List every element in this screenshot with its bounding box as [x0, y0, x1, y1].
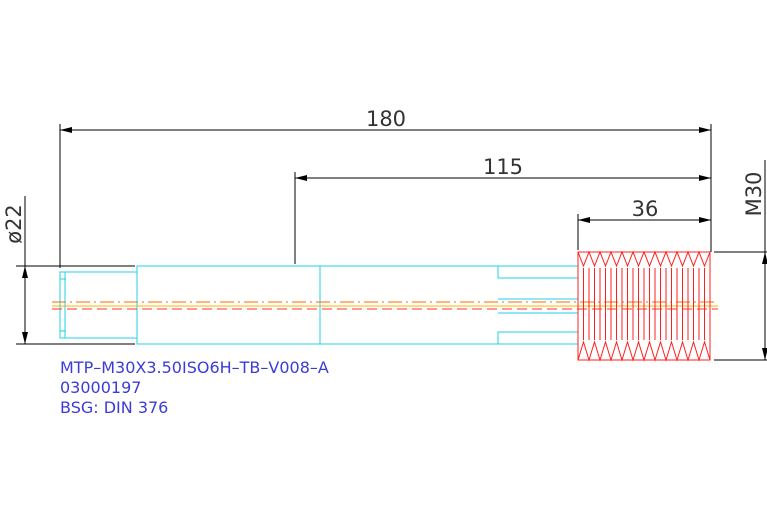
shank-end-section [59, 271, 138, 339]
dim-text-180: 180 [366, 107, 406, 131]
thread-crests-bottom [577, 340, 711, 362]
note-article-number: 03000197 [60, 378, 141, 397]
thread-crests-top [577, 250, 711, 268]
dimension-thread-length [577, 214, 711, 250]
dimension-shank-length [294, 172, 711, 264]
note-standard: BSG: DIN 376 [60, 398, 168, 417]
dimension-overall-length [59, 124, 712, 268]
dimension-thread-size [714, 160, 767, 361]
dimension-shank-diameter [16, 196, 135, 345]
thread-flutes [577, 268, 711, 340]
thread-section [577, 250, 711, 362]
dim-text-M30: M30 [742, 172, 766, 217]
dim-text-115: 115 [483, 155, 523, 179]
tool-shank-outline [59, 265, 579, 345]
dim-text-36: 36 [632, 197, 659, 221]
centerline [52, 301, 718, 310]
dim-text-diameter-22: ø22 [2, 204, 26, 244]
note-part-code: MTP–M30X3.50ISO6H–TB–V008–A [60, 358, 329, 377]
shank-body [136, 265, 321, 345]
